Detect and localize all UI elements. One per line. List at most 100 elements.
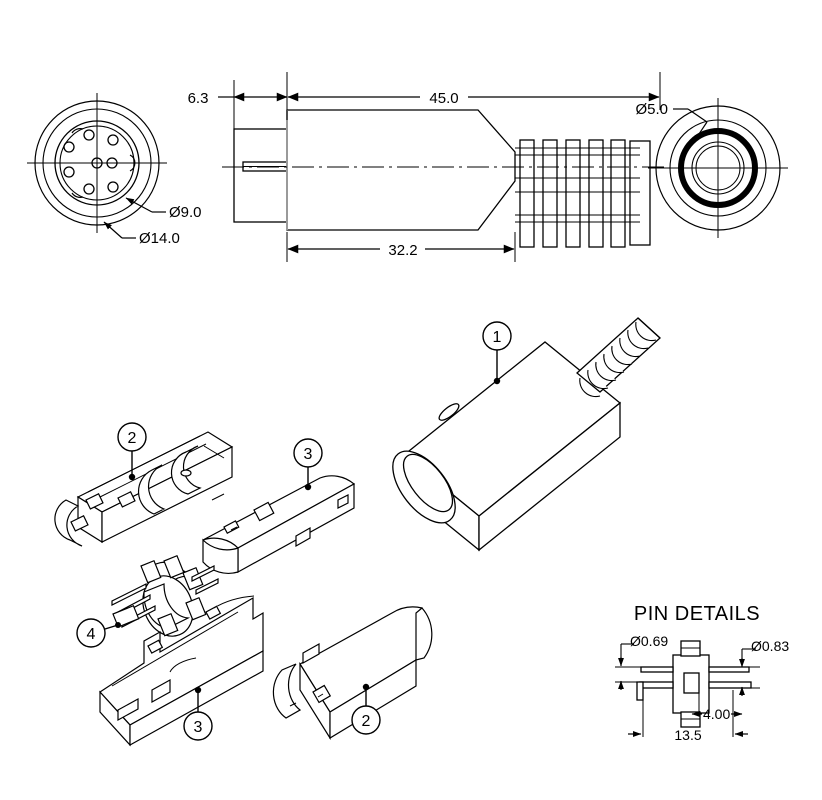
pd-pin-left-upper xyxy=(640,666,674,673)
dim-label-d5-0: Ø5.0 xyxy=(635,101,668,118)
pin-hole-5 xyxy=(63,166,75,178)
p3l-window xyxy=(151,678,171,704)
pin-hole-center xyxy=(91,157,103,169)
p3u-detent-line xyxy=(230,526,238,531)
balloon-3-upper-label: 3 xyxy=(304,446,313,463)
tail-end-face xyxy=(637,317,661,339)
pd-pin-left-drop xyxy=(636,681,644,701)
balloon-2-lower xyxy=(351,683,381,735)
thread-turn-3 xyxy=(595,361,617,382)
p4-pin-a xyxy=(111,583,147,606)
balloon-2-upper-label: 2 xyxy=(128,430,137,447)
p3l-detent-b xyxy=(147,639,164,654)
side-dimension-set xyxy=(218,72,661,262)
p4-post-1 xyxy=(140,559,162,584)
balloon-2l-circle xyxy=(351,705,381,735)
p2l-notch xyxy=(302,642,320,665)
shell-bottom-face xyxy=(478,401,621,552)
pin-hole-3 xyxy=(83,129,95,141)
dim-label-45-0: 45.0 xyxy=(429,90,458,107)
p3u-window xyxy=(253,501,275,522)
p2u-retainer-clip-mid xyxy=(137,464,166,515)
leader-d5-0 xyxy=(692,121,708,144)
p3l-tab xyxy=(117,697,139,722)
p4-disc-side xyxy=(143,583,191,629)
part-2-housing-upper xyxy=(54,431,234,547)
balloon-4-leader xyxy=(104,624,119,630)
thread-turn-6 xyxy=(619,337,641,358)
pin-label-083: Ø0.83 xyxy=(751,638,789,654)
balloon-3l-dot xyxy=(194,686,202,694)
pin-details-title: PIN DETAILS xyxy=(634,603,760,625)
p3u-edge-mark xyxy=(211,493,225,501)
front-pin-holes xyxy=(63,129,119,195)
p4-rear-posts xyxy=(140,554,207,637)
strain-relief-section xyxy=(515,139,651,248)
p3u-notch-a xyxy=(295,526,311,548)
corrugation-5 xyxy=(610,139,626,248)
leader-d9-0 xyxy=(125,197,153,213)
p2u-locating-hole xyxy=(180,469,192,477)
balloon-2l-dot xyxy=(362,683,370,691)
p2u-tab-b xyxy=(117,491,136,508)
p3u-arc-end xyxy=(202,538,239,574)
part-3-shield-upper xyxy=(202,475,356,574)
p4-pin-e xyxy=(195,578,219,595)
balloon-1 xyxy=(482,321,512,385)
dim-label-d9-0: Ø9.0 xyxy=(169,204,202,221)
p3l-detent-a xyxy=(205,605,222,620)
p3l-arc-mark xyxy=(169,657,197,673)
p2u-retainer-clip-right xyxy=(170,445,202,495)
p2l-window xyxy=(312,684,332,704)
p2u-tab-c xyxy=(70,515,89,532)
p2u-tab-a xyxy=(85,493,104,510)
leader-d14-0 xyxy=(103,221,123,239)
dim-label-d14-0: Ø14.0 xyxy=(139,230,180,247)
thread-turn-7 xyxy=(627,329,649,350)
thread-turn-4 xyxy=(603,353,625,374)
pin-details-dimensions xyxy=(615,643,760,737)
thread-turn-8 xyxy=(635,321,657,342)
shell-strain-relief xyxy=(576,317,661,398)
balloon-4 xyxy=(76,618,119,648)
pd-pin-right-upper xyxy=(708,666,750,673)
thread-turn-2 xyxy=(587,369,609,390)
pd-pin-left-lower xyxy=(639,681,674,689)
front-keyway-notch-top xyxy=(71,128,84,134)
balloon-3-lower xyxy=(183,686,213,741)
dim-label-32-2: 32.2 xyxy=(388,242,417,259)
thread-turn-5 xyxy=(611,345,633,366)
p2u-retainer-clip-left xyxy=(54,499,83,547)
balloon-3l-circle xyxy=(183,711,213,741)
pin-label-069: Ø0.69 xyxy=(630,633,668,649)
pin-hole-7 xyxy=(107,181,119,193)
balloon-1-dot xyxy=(493,377,501,385)
balloon-1-circle xyxy=(482,321,512,351)
p2u-side-wall xyxy=(101,446,233,543)
front-keyway-notch-bottom xyxy=(71,192,84,198)
p4-post-2 xyxy=(163,554,185,579)
balloon-2-upper xyxy=(117,422,147,481)
leader-d5-0-bend xyxy=(687,108,708,123)
corrugation-2 xyxy=(542,139,558,248)
p2l-edge-mark xyxy=(289,702,297,707)
p3u-notch-b xyxy=(337,494,349,509)
side-section-view xyxy=(222,109,665,248)
pin-label-135: 13.5 xyxy=(674,727,701,743)
balloon-3-lower-label: 3 xyxy=(194,719,203,736)
part-3-shield-lower xyxy=(99,595,264,747)
part-1-outer-shell xyxy=(392,317,661,552)
pin-hole-6 xyxy=(83,183,95,195)
part-4-pin-insert xyxy=(111,554,219,637)
p2u-inner-edge-1 xyxy=(87,435,201,493)
front-face-view xyxy=(27,93,167,239)
balloon-2u-circle xyxy=(117,422,147,452)
pin-hole-4 xyxy=(63,141,75,153)
balloon-2u-dot xyxy=(128,473,136,481)
balloon-2-lower-label: 2 xyxy=(362,713,371,730)
dim-label-6-3: 6.3 xyxy=(188,90,209,107)
corrugation-end-cap xyxy=(629,140,651,246)
pin-details-view xyxy=(636,640,752,728)
